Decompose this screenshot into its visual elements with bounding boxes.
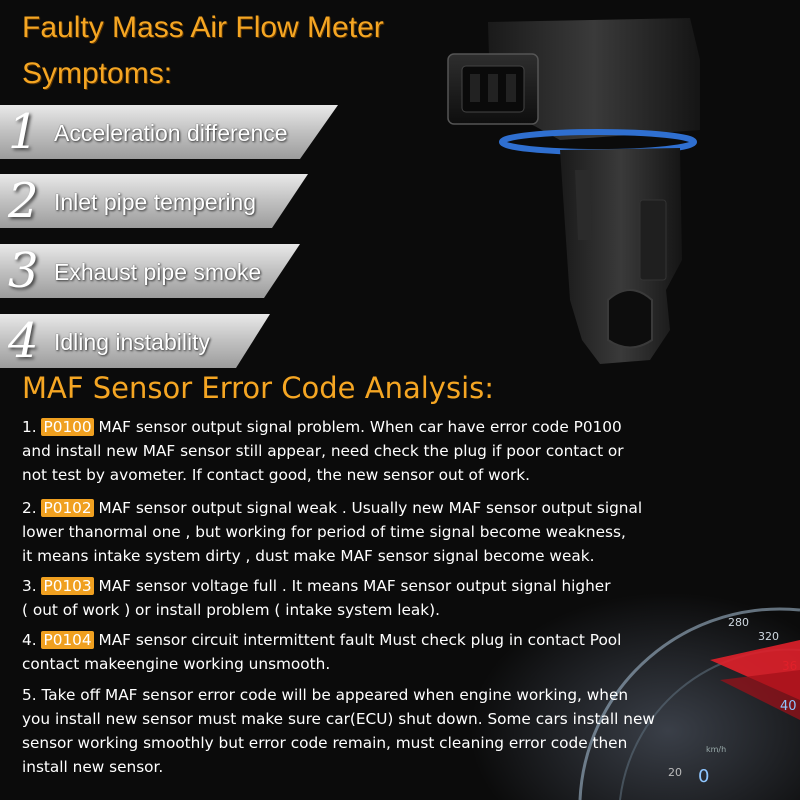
item-text: you install new sensor must make sure ca…: [22, 710, 655, 728]
gauge-tick-320: 320: [758, 630, 779, 643]
item-prefix: 5.: [22, 686, 37, 704]
error-code-badge: P0100: [41, 418, 94, 436]
symptom-label: Idling instability: [54, 329, 210, 355]
item-text: it means intake system dirty , dust make…: [22, 547, 595, 565]
symptom-number: 3: [8, 243, 39, 299]
symptom-label: Inlet pipe tempering: [54, 189, 257, 215]
symptom-number: 4: [8, 313, 39, 369]
analysis-item-4: 4. P0104 MAF sensor circuit intermittent…: [22, 628, 712, 676]
symptom-3-banner: 3 Exhaust pipe smoke: [0, 244, 300, 298]
gauge-unit: km/h: [706, 745, 726, 754]
main-title-line-2: Symptoms:: [22, 57, 173, 90]
gauge-tick-0: 0: [698, 766, 709, 787]
symptom-label: Acceleration difference: [54, 120, 288, 146]
symptom-4-banner: 4 Idling instability: [0, 314, 270, 368]
item-prefix: 2.: [22, 499, 37, 517]
analysis-item-5: 5. Take off MAF sensor error code will b…: [22, 683, 712, 779]
item-prefix: 3.: [22, 577, 37, 595]
gauge-tick-20: 20: [668, 766, 682, 779]
main-title-line-1: Faulty Mass Air Flow Meter: [22, 11, 384, 44]
item-text: lower thanormal one , but working for pe…: [22, 523, 626, 541]
analysis-item-3: 3. P0103 MAF sensor voltage full . It me…: [22, 574, 712, 622]
error-code-badge: P0102: [41, 499, 94, 517]
gauge-tick-40: 40: [780, 699, 797, 714]
symptom-number: 1: [8, 104, 39, 160]
speedometer-graphic: 280 320 36 40 20 0 km/h: [470, 570, 800, 800]
item-text: Take off MAF sensor error code will be a…: [36, 686, 629, 704]
item-prefix: 1.: [22, 418, 37, 436]
analysis-heading: MAF Sensor Error Code Analysis:: [22, 371, 495, 405]
item-text: not test by avometer. If contact good, t…: [22, 466, 531, 484]
analysis-item-1: 1. P0100 MAF sensor output signal proble…: [22, 415, 712, 487]
error-code-badge: P0103: [41, 577, 94, 595]
gauge-tick-280: 280: [728, 616, 749, 629]
analysis-item-2: 2. P0102 MAF sensor output signal weak .…: [22, 496, 712, 568]
error-code-badge: P0104: [41, 631, 94, 649]
item-text: MAF sensor output signal weak . Usually …: [93, 499, 643, 517]
symptom-2-banner: 2 Inlet pipe tempering: [0, 174, 308, 228]
item-text: MAF sensor output signal problem. When c…: [93, 418, 622, 436]
item-text: MAF sensor voltage full . It means MAF s…: [93, 577, 611, 595]
item-text: contact makeengine working unsmooth.: [22, 655, 331, 673]
gauge-tick-36: 36: [782, 659, 797, 673]
symptom-1-banner: 1 Acceleration difference: [0, 105, 338, 159]
item-text: MAF sensor circuit intermittent fault Mu…: [93, 631, 622, 649]
item-text: and install new MAF sensor still appear,…: [22, 442, 624, 460]
symptom-label: Exhaust pipe smoke: [54, 259, 262, 285]
symptom-number: 2: [8, 173, 39, 229]
item-text: install new sensor.: [22, 758, 164, 776]
item-prefix: 4.: [22, 631, 37, 649]
item-text: sensor working smoothly but error code r…: [22, 734, 628, 752]
item-text: ( out of work ) or install problem ( int…: [22, 601, 440, 619]
